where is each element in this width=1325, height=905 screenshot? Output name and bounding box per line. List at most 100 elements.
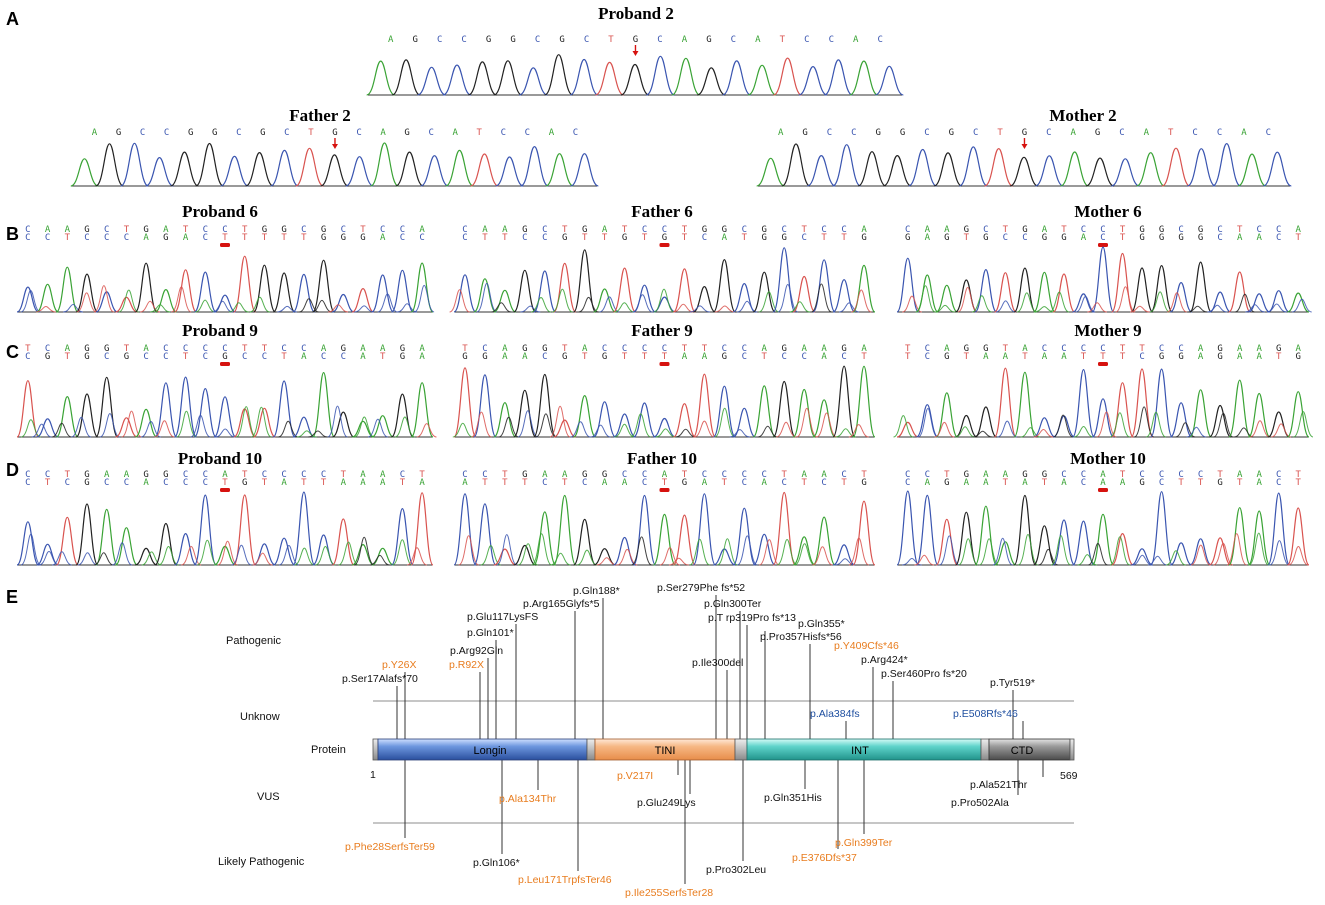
base-call-secondary: C	[782, 478, 787, 488]
trace-peak	[798, 65, 828, 96]
base-call-secondary: A	[502, 352, 508, 362]
base-call: C	[222, 225, 227, 235]
likely-pathogenic-variant-label: p.Gln106*	[473, 857, 520, 869]
base-call: C	[203, 344, 208, 354]
base-call: G	[841, 344, 846, 354]
base-call: G	[84, 344, 89, 354]
trace-secondary-peak	[1109, 412, 1130, 438]
base-call-secondary: C	[801, 352, 806, 362]
base-call-secondary: G	[944, 352, 949, 362]
base-call: G	[582, 470, 587, 480]
base-call: C	[104, 225, 109, 235]
trace-peak	[1187, 148, 1216, 187]
trace-peak	[331, 518, 355, 566]
trace-peak	[653, 417, 676, 438]
trace-peak	[16, 521, 40, 566]
trace-peak	[493, 548, 517, 566]
trace-peak	[959, 146, 988, 187]
trace-peak	[875, 65, 904, 96]
trace-peak	[915, 494, 939, 566]
base-call-secondary: T	[562, 478, 568, 488]
trace-secondary-peak	[737, 300, 758, 313]
trace-peak	[1161, 147, 1191, 187]
base-call: T	[622, 225, 628, 235]
trace-peak	[453, 274, 477, 313]
base-call-secondary: A	[1237, 352, 1243, 362]
trace-secondary-peak	[714, 407, 735, 438]
base-call-secondary: G	[944, 233, 949, 243]
base-call: C	[428, 128, 433, 138]
base-call: A	[861, 225, 867, 235]
base-call: G	[1198, 225, 1203, 235]
trace-title: Proband 2	[598, 4, 674, 23]
base-call: C	[841, 225, 846, 235]
trace-secondary-peak	[1207, 304, 1228, 313]
trace-peak	[545, 153, 574, 187]
trace-peak	[1091, 246, 1115, 313]
trace-peak	[544, 54, 574, 96]
base-call: C	[437, 35, 442, 45]
base-call: T	[801, 225, 807, 235]
base-call: C	[622, 470, 627, 480]
pathogenic-variant-label: p.Gln355*	[798, 618, 845, 630]
trace-peak	[1052, 519, 1076, 566]
trace-peak	[135, 408, 158, 438]
base-call: C	[25, 470, 30, 480]
base-call: G	[281, 225, 286, 235]
base-call: A	[801, 470, 807, 480]
base-call: A	[1198, 344, 1204, 354]
base-call: C	[1178, 344, 1183, 354]
base-call-secondary: A	[964, 478, 970, 488]
base-call: C	[742, 470, 747, 480]
trace-secondary-peak	[955, 426, 975, 438]
base-call-secondary: A	[1061, 352, 1067, 362]
base-call-secondary: G	[341, 233, 346, 243]
trace-peak	[1131, 548, 1153, 566]
base-call: A	[1296, 344, 1302, 354]
trace-peak	[270, 149, 299, 187]
trace-peak	[417, 66, 446, 96]
base-call: C	[203, 470, 208, 480]
base-call: A	[92, 128, 98, 138]
trace-peak	[672, 268, 696, 313]
base-call: T	[25, 344, 31, 354]
trace-peak	[553, 494, 577, 566]
base-call: C	[462, 225, 467, 235]
trace-secondary-peak	[1016, 292, 1037, 313]
trace-peak	[351, 543, 375, 566]
trace-peak	[1033, 525, 1056, 566]
trace-secondary-peak	[1266, 303, 1287, 313]
trace-peak	[292, 491, 316, 566]
trace-peak	[832, 544, 856, 566]
trace-secondary-peak	[20, 533, 41, 566]
base-call: G	[522, 470, 527, 480]
base-call: A	[682, 35, 688, 45]
base-call-secondary: G	[360, 233, 365, 243]
base-call-secondary: T	[281, 233, 287, 243]
trace-peak	[1035, 155, 1064, 187]
base-call-secondary: T	[45, 478, 51, 488]
trace-secondary-peak	[236, 406, 257, 438]
trace-peak	[671, 57, 701, 96]
trace-peak	[613, 267, 637, 313]
panel-letter-b: B	[6, 224, 19, 244]
base-call-secondary: G	[762, 233, 767, 243]
mutation-marker	[220, 362, 230, 366]
trace-peak	[473, 503, 497, 566]
base-call: C	[501, 128, 506, 138]
base-call-secondary: C	[203, 233, 208, 243]
base-call: A	[821, 344, 827, 354]
base-call: A	[124, 470, 130, 480]
base-call-secondary: C	[203, 352, 208, 362]
base-call-secondary: T	[522, 478, 528, 488]
base-call: T	[1120, 225, 1126, 235]
trace-peak	[233, 494, 257, 566]
base-call: A	[1237, 470, 1243, 480]
base-call-secondary: C	[1081, 478, 1086, 488]
trace-secondary-peak	[552, 288, 573, 313]
base-call-secondary: G	[782, 233, 787, 243]
trace-peak	[747, 64, 777, 96]
trace-title: Mother 9	[1074, 321, 1141, 340]
base-call-secondary: T	[1081, 352, 1087, 362]
trace-secondary-peak	[1292, 298, 1312, 313]
